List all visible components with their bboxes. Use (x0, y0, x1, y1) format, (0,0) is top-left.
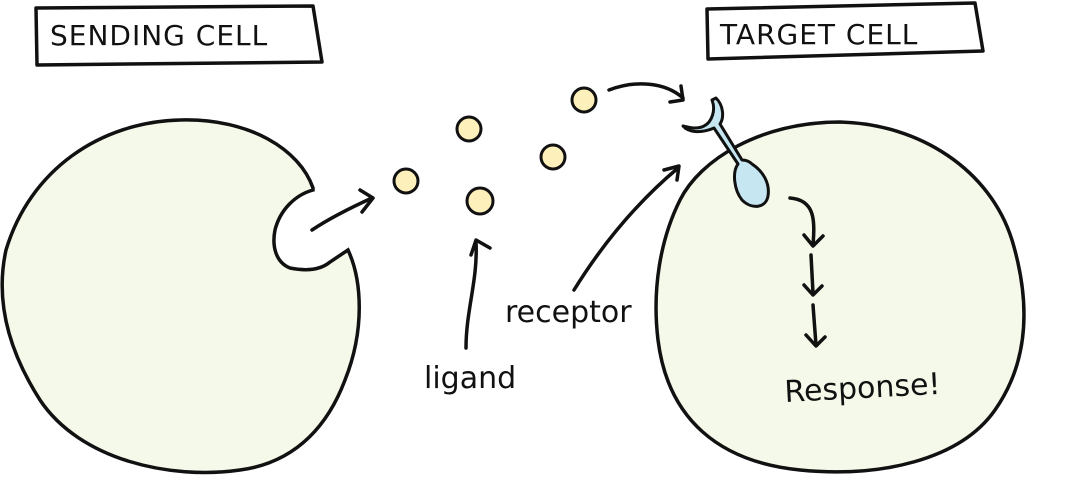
ligand-molecule (392, 167, 420, 195)
target-cell-title-box: TARGET CELL (705, 1, 985, 61)
receptor-protein (681, 96, 770, 208)
sending-cell (0, 118, 361, 475)
signal-cascade (788, 196, 827, 348)
ligand-molecule (465, 186, 495, 216)
response-label: Response! (784, 367, 942, 410)
ligand-molecule (539, 143, 567, 171)
sending-cell-title-box: SENDING CELL (34, 4, 324, 67)
ligands (392, 86, 598, 216)
sending-cell-title: SENDING CELL (50, 19, 268, 52)
target-cell-title: TARGET CELL (719, 18, 918, 51)
receptor-label: receptor (505, 295, 632, 330)
target-cell (654, 120, 1026, 474)
cascade-arrow (811, 303, 818, 347)
ligand-pointer-arrow (464, 238, 492, 350)
cascade-arrow (788, 196, 816, 247)
receptor-pointer-arrow (572, 164, 681, 292)
binding-arrow (607, 82, 685, 104)
ligand-molecule (570, 86, 598, 114)
secretion-arrow (310, 188, 375, 232)
ligand-label: ligand (424, 361, 516, 396)
ligand-molecule (455, 115, 483, 143)
cascade-arrow (809, 253, 815, 295)
